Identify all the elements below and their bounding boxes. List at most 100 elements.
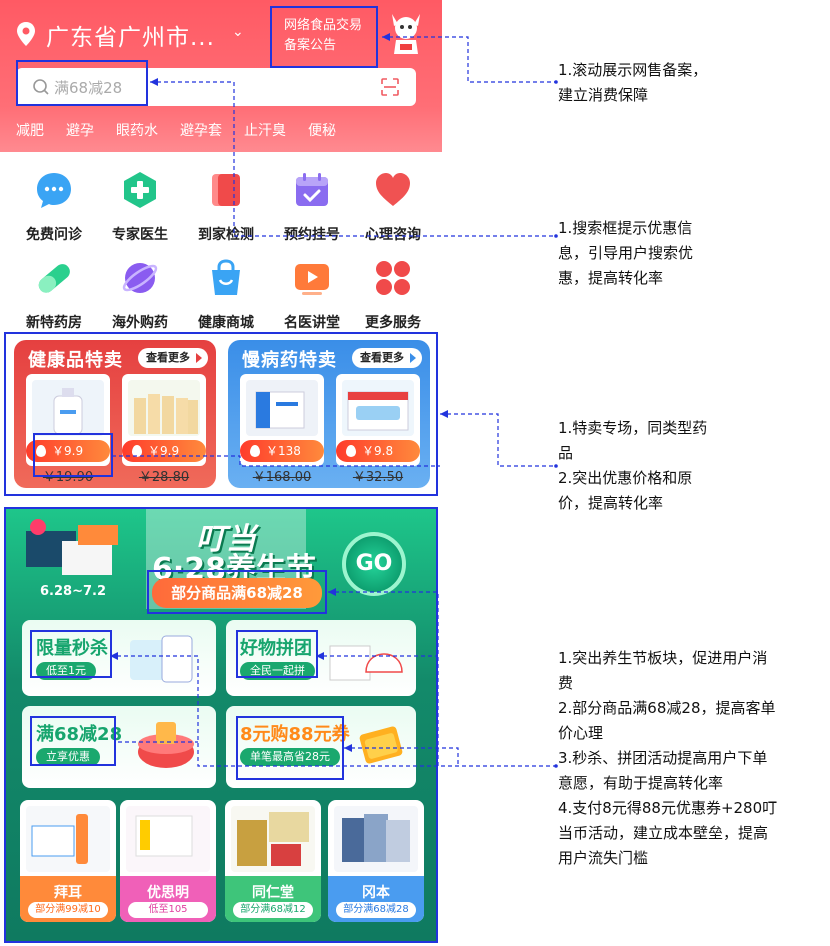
service-overseas-drugs[interactable]: 海外购药 [97, 258, 183, 332]
note-line: 费 [558, 674, 574, 692]
brand-promo: 部分满68减28 [336, 902, 416, 918]
brand-yasmin[interactable]: 优思明 低至105 [120, 800, 216, 922]
brand-promo: 低至105 [128, 902, 208, 918]
capsule-icon [38, 264, 70, 293]
product-card[interactable]: ￥138 [240, 374, 324, 466]
brand-product-image [334, 806, 418, 872]
go-button[interactable]: GO [342, 532, 406, 596]
service-label: 名医讲堂 [284, 315, 340, 331]
shopping-bag-icon [212, 259, 240, 295]
grid-more-icon [376, 261, 410, 295]
service-health-mall[interactable]: 健康商城 [183, 258, 269, 332]
service-expert-doctor[interactable]: 专家医生 [97, 170, 183, 244]
hot-word[interactable]: 减肥 [16, 123, 44, 139]
chronic-drugs-sale[interactable]: 慢病药特卖 查看更多 ￥138 ￥168.00 ￥9.8 ￥32.50 [228, 340, 430, 488]
product-image [128, 380, 200, 436]
note-search: 1.搜索框提示优惠信 息，引导用户搜索优 惠，提高转化率 [558, 216, 828, 291]
brand-product-image [231, 806, 315, 872]
brand-okamoto[interactable]: 冈本 部分满68减28 [328, 800, 424, 922]
search-annotation-box [16, 60, 148, 106]
festival-promo-badge[interactable]: 部分商品满68减28 [152, 578, 322, 608]
note-line: 品 [558, 444, 574, 462]
service-label: 健康商城 [198, 315, 254, 331]
planet-icon [122, 263, 158, 293]
chevron-down-icon[interactable]: ⌄ [232, 24, 244, 40]
service-label: 预约挂号 [284, 227, 340, 243]
brand-promo: 部分满68减12 [233, 902, 313, 918]
service-label: 新特药房 [26, 315, 82, 331]
calendar-check-icon [296, 173, 328, 206]
note-line: 2.部分商品满68减28，提高客单 [558, 699, 776, 717]
hot-word[interactable]: 止汗臭 [244, 123, 286, 139]
product-card[interactable]: ￥9.9 [122, 374, 206, 466]
medical-cross-icon [124, 172, 156, 208]
service-label: 心理咨询 [365, 227, 421, 243]
note-line: 2.突出优惠价格和原 [558, 469, 693, 487]
note-line: 1.特卖专场，同类型药 [558, 419, 708, 437]
note-line: 意愿，有助于提高转化率 [558, 774, 724, 792]
see-more-button[interactable]: 查看更多 [138, 348, 208, 368]
note-line: 1.搜索框提示优惠信 [558, 219, 693, 237]
activity-title: 好物拼团 [240, 638, 312, 659]
sale-price: ￥138 [240, 440, 324, 462]
service-label: 海外购药 [112, 315, 168, 331]
scan-icon[interactable] [380, 77, 400, 97]
sale-annotation-box [4, 332, 438, 496]
activity-subtitle: 低至1元 [36, 662, 96, 680]
coupon-icon [359, 726, 403, 764]
notice-line2: 备案公告 [284, 38, 337, 53]
sale-price: ￥9.9 [26, 440, 110, 462]
activity-image [138, 722, 194, 768]
note-sale: 1.特卖专场，同类型药 品 2.突出优惠价格和原 价，提高转化率 [558, 416, 828, 516]
note-festival: 1.突出养生节板块，促进用户消 费 2.部分商品满68减28，提高客单 价心理 … [558, 646, 828, 871]
heart-icon [376, 173, 410, 206]
service-appointment[interactable]: 预约挂号 [269, 170, 355, 244]
note-line: 息，引导用户搜索优 [558, 244, 694, 262]
activity-title: 限量秒杀 [36, 638, 108, 659]
original-price: ￥168.00 [252, 470, 312, 485]
note-line: 4.支付8元得88元优惠券+280叮 [558, 799, 778, 817]
service-special-pharmacy[interactable]: 新特药房 [11, 258, 97, 332]
service-doctor-lecture[interactable]: 名医讲堂 [269, 258, 355, 332]
see-more-button[interactable]: 查看更多 [352, 348, 422, 368]
activity-image [130, 635, 193, 683]
video-play-icon [295, 264, 329, 295]
brand-name: 优思明 [147, 885, 189, 901]
service-more[interactable]: 更多服务 [350, 258, 436, 332]
location-selector[interactable]: 广东省广州市... [46, 25, 215, 51]
service-label: 更多服务 [365, 315, 421, 331]
hot-word[interactable]: 眼药水 [116, 123, 158, 139]
search-input[interactable]: 满68减28 [54, 79, 123, 97]
brand-bayer[interactable]: 拜耳 部分满99减10 [20, 800, 116, 922]
mascot-icon[interactable] [384, 10, 428, 56]
activity-subtitle: 立享优惠 [36, 748, 100, 766]
brand-tongrentang[interactable]: 同仁堂 部分满68减12 [225, 800, 321, 922]
activity-image [329, 645, 403, 681]
service-psych-consult[interactable]: 心理咨询 [350, 170, 436, 244]
product-card[interactable]: ￥9.8 [336, 374, 420, 466]
notice-line1: 网络食品交易 [284, 18, 363, 33]
brand-product-image [26, 806, 110, 872]
product-image [342, 380, 414, 436]
coupon-annotation-box [236, 716, 344, 780]
brand-product-image [126, 806, 210, 872]
flash-sale-annotation-box [30, 630, 112, 678]
service-home-test[interactable]: 到家检测 [183, 170, 269, 244]
activity-title: 满68减28 [36, 724, 123, 745]
product-image [246, 380, 318, 436]
product-card[interactable]: ￥9.9 [26, 374, 110, 466]
sale-price: ￥9.8 [336, 440, 420, 462]
service-free-consult[interactable]: 免费问诊 [11, 170, 97, 244]
discount-annotation-box [30, 716, 116, 766]
brand-name: 拜耳 [54, 885, 82, 901]
filing-notice[interactable]: 网络食品交易 备案公告 [270, 6, 378, 68]
hot-word[interactable]: 避孕 [66, 123, 94, 139]
location-pin-icon[interactable] [16, 22, 36, 46]
hot-word[interactable]: 便秘 [308, 123, 336, 139]
search-icon [33, 79, 49, 95]
note-line: 1.突出养生节板块，促进用户消 [558, 649, 768, 667]
note-line: 价，提高转化率 [558, 494, 664, 512]
sale-title: 慢病药特卖 [242, 350, 337, 371]
note-line: 当币活动，建立成本壁垒，提高 [558, 824, 769, 842]
hot-word[interactable]: 避孕套 [180, 123, 222, 139]
